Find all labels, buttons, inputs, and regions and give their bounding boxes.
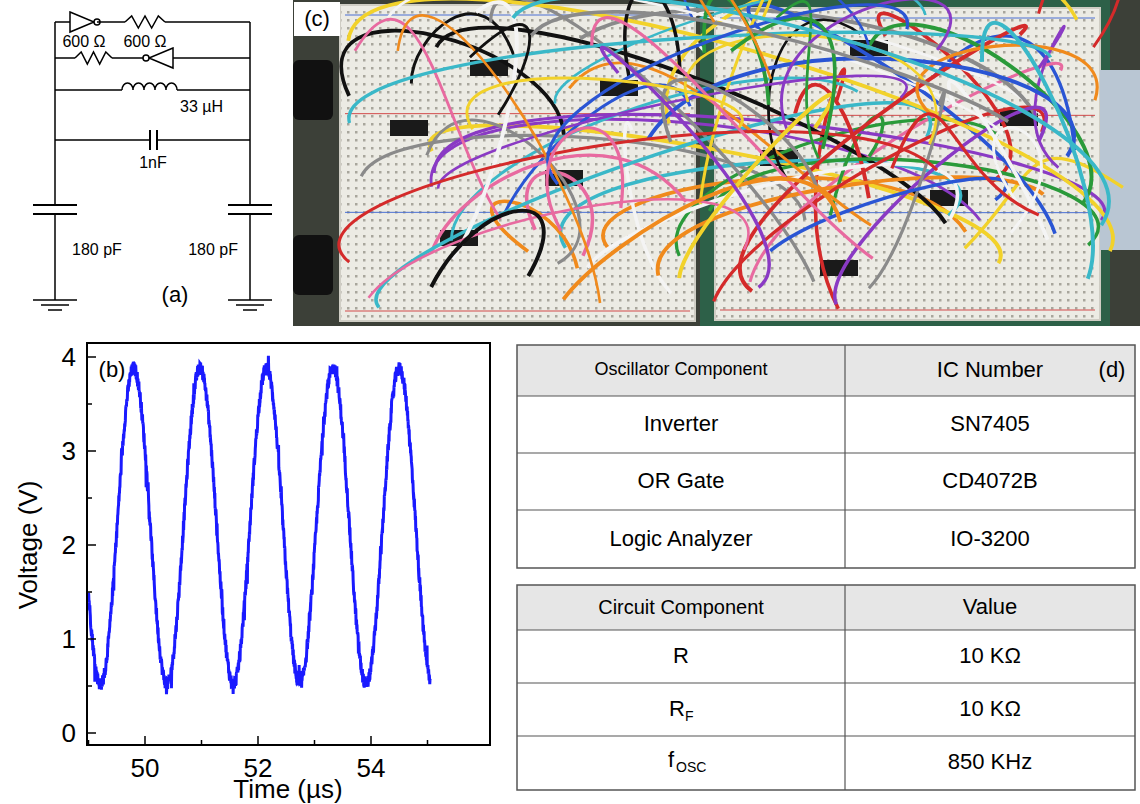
table-cell: CD4072B (942, 469, 1037, 493)
resistor-symbol (125, 16, 165, 28)
circuit-schematic (33, 12, 272, 310)
wire (87, 685, 92, 687)
inductor-symbol (122, 83, 177, 90)
wire (55, 57, 75, 59)
tick-label: 3 (62, 437, 76, 466)
wire (87, 638, 96, 640)
wire (87, 356, 96, 358)
panel-label: (a) (162, 283, 189, 307)
table-header: IC Number (937, 358, 1043, 382)
wire (55, 139, 150, 141)
resistor-symbol (75, 52, 112, 64)
wire (243, 309, 257, 311)
table-cell: R (669, 697, 685, 721)
table-cell: R (673, 644, 689, 668)
wire (236, 304, 264, 306)
wire (427, 740, 429, 745)
component-value: 600 Ω (62, 33, 105, 51)
table-cell: OR Gate (638, 469, 725, 493)
wire (41, 304, 69, 306)
wire (249, 22, 251, 205)
wire (149, 130, 151, 150)
wire (517, 629, 1135, 630)
inverter-symbol (70, 12, 94, 32)
wire (173, 57, 250, 59)
wire (517, 452, 1135, 453)
waveform (89, 356, 431, 694)
tick-label: 50 (131, 754, 160, 783)
component-value: 180 pF (188, 241, 238, 259)
component-value: 600 Ω (123, 33, 166, 51)
wire (157, 139, 250, 141)
axis-title: Time (µs) (233, 775, 342, 804)
table-cell: 10 KΩ (959, 697, 1021, 721)
wire (844, 585, 845, 790)
panel-label: (c) (304, 7, 330, 31)
panel-label: (d) (1099, 358, 1126, 382)
wire (517, 509, 1135, 510)
table-cell: Logic Analyzer (609, 527, 752, 551)
wire (112, 57, 144, 59)
wire (844, 345, 845, 568)
panel-label: (b) (99, 358, 126, 382)
tick-label: 2 (62, 531, 76, 560)
subscript: F (685, 709, 694, 724)
subscript: OSC (676, 760, 706, 775)
wire (55, 89, 122, 91)
wire (87, 591, 92, 593)
wire (249, 214, 251, 300)
table-cell: IO-3200 (950, 527, 1030, 551)
wire (54, 214, 56, 300)
table-header: Circuit Component (598, 596, 764, 618)
table-cell: SN7405 (950, 412, 1030, 436)
table-cell: Inverter (644, 412, 719, 436)
wire (87, 497, 92, 499)
wire (177, 89, 250, 91)
wire (87, 403, 92, 405)
table-header: Oscillator Component (594, 360, 767, 380)
wire (87, 732, 96, 734)
tick-label: 4 (62, 343, 76, 372)
table-cell: 10 KΩ (959, 644, 1021, 668)
wire (201, 740, 203, 745)
table-cell: 850 KHz (948, 750, 1032, 774)
component-value: 1nF (139, 154, 167, 172)
table-header: Value (963, 595, 1018, 619)
wire (228, 204, 272, 206)
inverter-bubble (143, 55, 149, 61)
wire (370, 736, 372, 745)
wire (54, 22, 56, 205)
wire (517, 735, 1135, 736)
wire (87, 544, 96, 546)
wire (165, 21, 250, 23)
wire (144, 736, 146, 745)
wire (517, 682, 1135, 683)
wire (87, 450, 96, 452)
voltage-plot (87, 343, 490, 745)
wire (228, 299, 272, 301)
component-tables (517, 345, 1135, 790)
wire (517, 395, 1135, 396)
wire (33, 299, 77, 301)
component-value: 180 pF (72, 241, 122, 259)
component-value: 33 µH (180, 98, 223, 116)
tick-label: 54 (357, 754, 386, 783)
tick-label: 1 (62, 625, 76, 654)
inverter-symbol (149, 48, 173, 68)
tick-label: 0 (62, 719, 76, 748)
wire (88, 740, 90, 745)
axis-title: Voltage (V) (14, 481, 43, 610)
wire (33, 204, 77, 206)
wire (48, 309, 62, 311)
wire (97, 21, 125, 23)
wire (257, 736, 259, 745)
breadboard-photo (293, 0, 1140, 326)
wire (314, 740, 316, 745)
wire (55, 21, 70, 23)
table-cell: f (668, 748, 674, 772)
